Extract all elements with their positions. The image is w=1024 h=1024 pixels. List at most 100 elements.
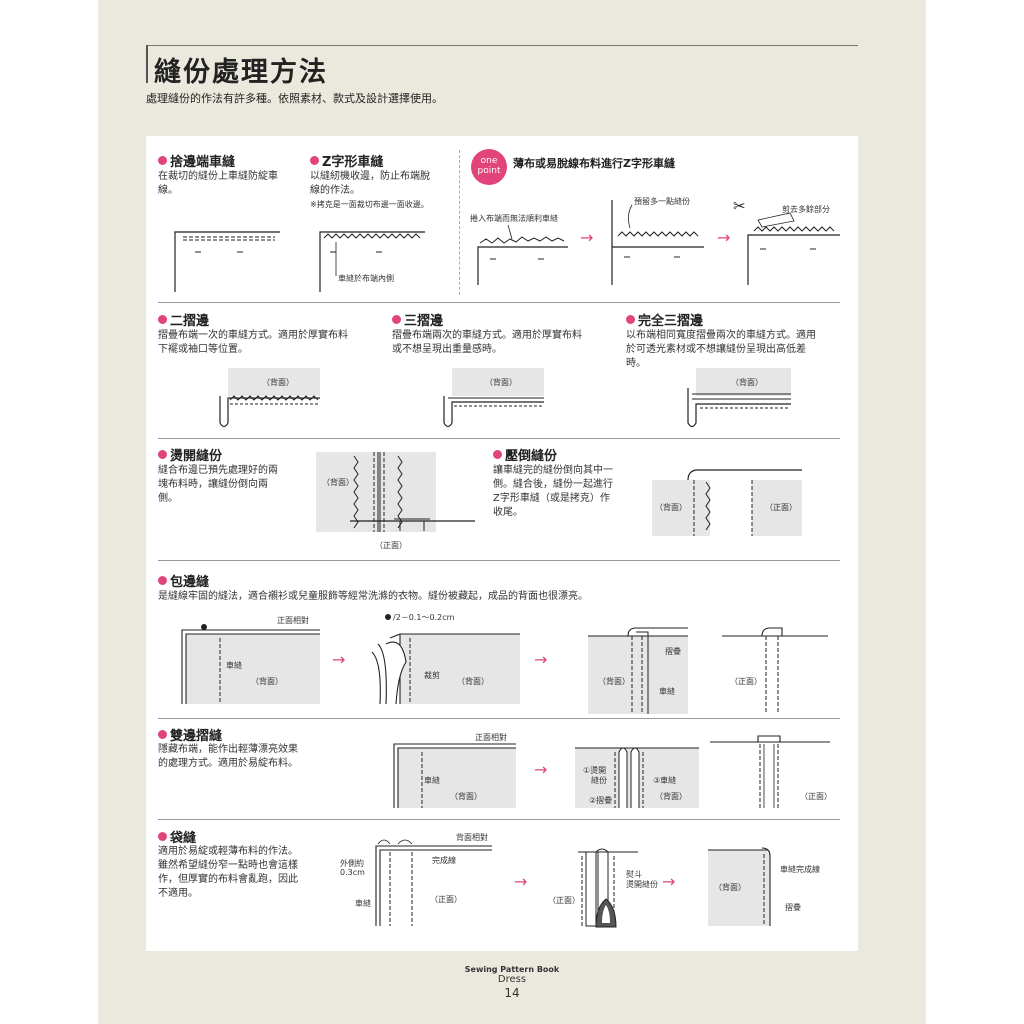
label-french-fold: 摺疊: [785, 903, 801, 912]
desc-zigzag: 以縫紉機收邊，防止布端脫線的作法。: [310, 171, 430, 196]
section-divider: [158, 819, 840, 820]
label-press-side-front: （正面）: [765, 503, 797, 512]
heading-full-triple: 完全三摺邊: [626, 310, 703, 329]
double-edge-step1: [393, 743, 516, 808]
arrow-icon: →: [332, 650, 346, 669]
flat-felled-step1: [181, 624, 320, 704]
arrow-icon: →: [534, 760, 548, 779]
label-double-edge-back-2: （背面）: [655, 792, 687, 801]
double-edge-step2: [575, 747, 699, 808]
label-press-side-back: （背面）: [655, 503, 687, 512]
label-flat-felled-sew-2: 車縫: [659, 687, 675, 696]
heading-press-side: 壓倒縫份: [493, 445, 557, 464]
label-zigzag-inside: 車縫於布端內側: [338, 274, 394, 283]
bullet-icon: [158, 450, 167, 459]
double-edge-step3: [710, 735, 830, 808]
heading-zigzag: Z字形車縫: [310, 151, 383, 170]
arrow-icon: →: [717, 228, 731, 247]
desc-full-triple: 以布端相同寬度摺疊兩次的車縫方式。適用於可透光素材或不想讓縫份呈現出高低差時。: [626, 330, 816, 369]
hem-edge-diagram: [174, 231, 280, 292]
footer-series: Sewing Pattern Book: [464, 965, 560, 974]
bullet-icon: [158, 576, 167, 585]
label-flat-felled-width: /2－0.1～0.2cm: [393, 613, 455, 622]
flat-felled-step2: [371, 614, 520, 705]
label-french-front-2: （正面）: [548, 896, 580, 905]
press-open-diagram-side: [350, 518, 475, 531]
scissors-icon: ✂: [733, 197, 746, 215]
page-title: 縫份處理方法: [154, 57, 328, 88]
label-french-outer-1: 外側約: [340, 859, 364, 868]
label-press-open-front: （正面）: [375, 541, 407, 550]
iron-icon: [595, 898, 617, 928]
triple-fold-diagram: [443, 368, 544, 428]
zigzag-diagram: [319, 231, 425, 292]
label-french-iron-1: 熨斗: [626, 870, 642, 879]
heading-french: 袋縫: [158, 827, 196, 846]
label-flat-felled-rs: 正面相對: [277, 616, 309, 625]
flat-felled-step3: [588, 627, 688, 714]
desc-press-open: 縫合布邊已預先處理好的兩塊布料時，讓縫份倒向兩側。: [158, 465, 278, 504]
flat-felled-step4: [722, 627, 828, 714]
bullet-icon: [392, 315, 401, 324]
label-double-edge-rs: 正面相對: [475, 733, 507, 742]
label-double-edge-back-1: （背面）: [450, 792, 482, 801]
section-divider: [158, 560, 840, 561]
heading-press-open: 燙開縫份: [158, 445, 222, 464]
label-flat-felled-back-3: （背面）: [598, 677, 630, 686]
heading-onepoint: 薄布或易脫線布料進行Z字形車縫: [513, 157, 675, 170]
label-full-triple-back: （背面）: [731, 378, 763, 387]
footer-page-number: 14: [504, 986, 520, 1000]
section-divider: [158, 718, 840, 719]
label-flat-felled-fold: 摺疊: [665, 647, 681, 656]
heading-triple-fold: 三摺邊: [392, 310, 443, 329]
french-step2: [578, 848, 638, 927]
onepoint-diagram-1: [477, 224, 568, 285]
title-bar: [146, 45, 148, 83]
label-press-open-back: （背面）: [322, 478, 354, 487]
heading-double-edge: 雙邊摺縫: [158, 725, 222, 744]
label-french-front-1: （正面）: [430, 895, 462, 904]
label-triple-fold-back: （背面）: [485, 378, 517, 387]
bullet-icon: [158, 832, 167, 841]
desc-double-fold: 摺疊布端一次的車縫方式。適用於厚實布料下襬或袖口等位置。: [158, 330, 348, 355]
bullet-icon: [158, 156, 167, 165]
label-french-ws: 背面相對: [456, 833, 488, 842]
label-double-edge-step2: ②摺疊: [589, 796, 613, 805]
onepoint-diagram-2: [611, 200, 704, 285]
label-onepoint-mid: 預留多一點縫份: [634, 197, 690, 206]
label-french-outer-2: 0.3cm: [340, 868, 365, 877]
section-divider: [158, 302, 840, 303]
press-side-diagram: [652, 469, 802, 536]
arrow-icon: →: [580, 228, 594, 247]
label-flat-felled-trim: 裁剪: [424, 671, 440, 680]
heading-flat-felled: 包邊縫: [158, 571, 209, 590]
label-double-edge-step3: ③車縫: [653, 776, 677, 785]
label-flat-felled-front: （正面）: [730, 677, 762, 686]
label-french-iron-2: 燙開縫份: [626, 880, 658, 889]
arrow-icon: →: [662, 872, 676, 891]
label-flat-felled-sew: 車縫: [226, 661, 242, 670]
arrow-icon: →: [534, 650, 548, 669]
bullet-icon: [626, 315, 635, 324]
bullet-icon: [493, 450, 502, 459]
note-zigzag: ※拷克是一面裁切布邊一面收邊。: [310, 200, 429, 209]
arrow-icon: →: [514, 872, 528, 891]
footer-book: Dress: [497, 974, 527, 985]
label-french-sewdone: 車縫完成線: [780, 865, 820, 874]
bullet-icon: [158, 315, 167, 324]
label-flat-felled-back-2: （背面）: [457, 677, 489, 686]
french-step1: [375, 839, 492, 926]
desc-triple-fold: 摺疊布端兩次的車縫方式。適用於厚實布料或不想呈現出重量感時。: [392, 330, 582, 355]
label-double-edge-step1a: ①燙開: [583, 766, 607, 775]
desc-double-edge: 隱藏布端，能作出輕薄漂亮效果的處理方式。適用於易綻布料。: [158, 744, 298, 769]
french-step3: [708, 847, 771, 926]
label-onepoint-left: 捲入布端而無法順利車縫: [470, 214, 558, 223]
divider: [459, 150, 460, 295]
bullet-icon: [310, 156, 319, 165]
bullet-icon: [158, 730, 167, 739]
content-panel: [146, 136, 858, 951]
desc-flat-felled: 是縫線牢固的縫法，適合襯衫或兒童服飾等經常洗滌的衣物。縫份被藏起，成品的背面也很…: [158, 591, 588, 602]
section-divider: [158, 438, 840, 439]
